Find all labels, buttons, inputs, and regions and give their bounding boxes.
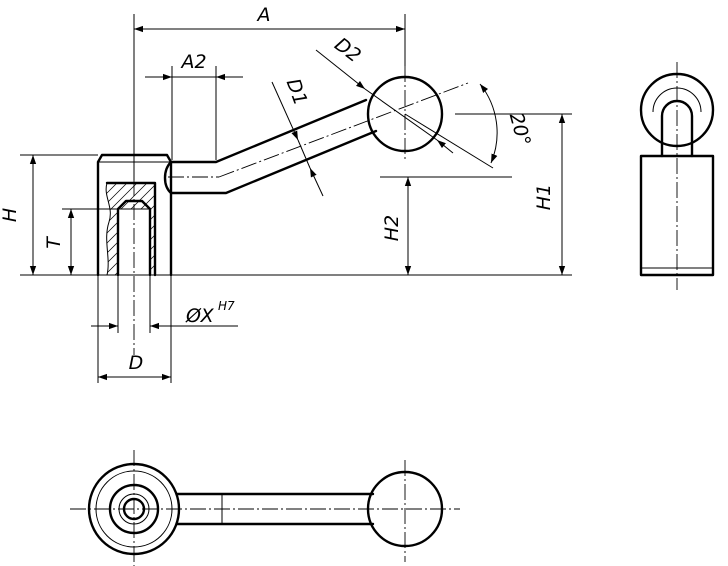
label-D2: D2 bbox=[330, 33, 365, 67]
dimension-H2: H2 bbox=[380, 176, 512, 275]
front-centerlines bbox=[133, 66, 469, 355]
dimension-A2: A2 bbox=[145, 51, 243, 160]
label-bore: ØX bbox=[185, 305, 215, 327]
label-D: D bbox=[129, 352, 144, 374]
dimension-D: D bbox=[97, 275, 172, 383]
side-view bbox=[639, 62, 715, 290]
label-H1: H1 bbox=[533, 184, 555, 210]
dimension-H1: H1 bbox=[455, 113, 572, 275]
dimension-angle: 20° bbox=[404, 83, 535, 169]
label-bore-tolerance: H7 bbox=[218, 299, 235, 313]
label-angle: 20° bbox=[505, 110, 535, 148]
dimension-H: H bbox=[0, 154, 98, 275]
lever-arm bbox=[163, 98, 378, 195]
label-D1: D1 bbox=[282, 76, 312, 109]
top-view bbox=[70, 450, 460, 566]
dimension-T: T bbox=[43, 208, 118, 275]
label-H: H bbox=[0, 208, 21, 222]
label-A2: A2 bbox=[179, 51, 206, 73]
dimension-bore: ØX H7 bbox=[91, 275, 238, 333]
label-T: T bbox=[43, 236, 65, 249]
dimension-A: A bbox=[133, 4, 406, 180]
front-view bbox=[96, 66, 469, 355]
label-A: A bbox=[256, 4, 271, 26]
dimension-D2: D2 bbox=[315, 33, 454, 154]
label-H2: H2 bbox=[381, 215, 403, 241]
